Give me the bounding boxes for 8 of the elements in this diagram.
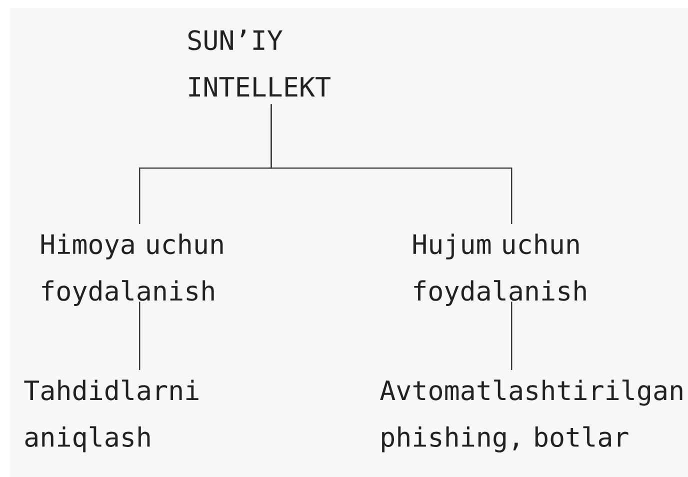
node-label: Tahdidlarni aniqlash: [24, 380, 198, 452]
connector-line: [511, 302, 512, 370]
node-label: Hujum uchun foydalanish: [413, 234, 586, 306]
node-label: Avtomatlashtirilgan phishing, botlar: [380, 380, 682, 452]
node-label: Himoya uchun foydalanish: [41, 234, 223, 306]
connector-line: [270, 104, 512, 224]
node-label: SUN’IY INTELLEKT: [188, 30, 330, 97]
connector-line: [139, 302, 140, 370]
